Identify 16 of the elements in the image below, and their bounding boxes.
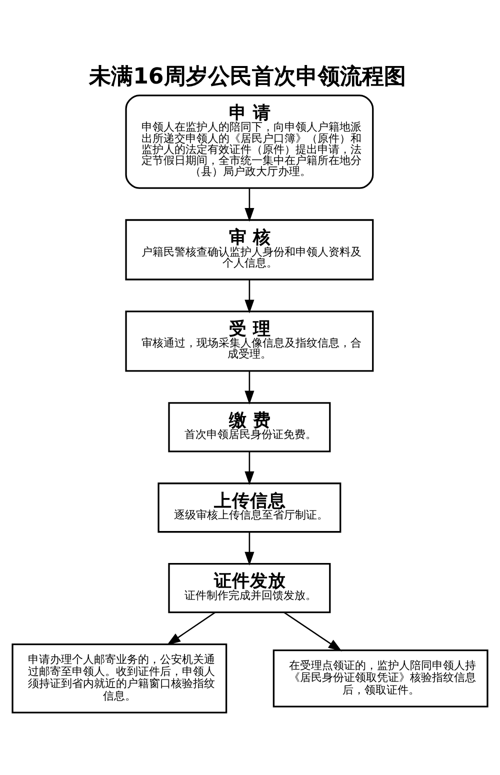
node-box: 审 核 户籍民警核查确认监护人身份和申领人资料及个人信息。 — [125, 219, 374, 280]
node-box: 在受理点领证的，监护人陪同申领人持《居民身份证领取凭证》核验指纹信息后，领取证件。 — [272, 650, 488, 708]
arrow — [284, 612, 342, 652]
arrow — [166, 612, 216, 646]
node-box: 缴 费 首次申领居民身份证免费。 — [168, 402, 331, 452]
node-box: 上传信息 逐级审核上传信息至省厅制证。 — [158, 482, 342, 533]
diagram-title: 未满16周岁公民首次申领流程图 — [89, 64, 406, 90]
arrow — [244, 452, 254, 486]
arrow — [244, 371, 254, 404]
arrow — [244, 532, 254, 566]
arrow — [244, 280, 254, 314]
node-box: 证件发放 证件制作完成并回馈发放。 — [168, 563, 331, 614]
node-box: 受 理 审核通过，现场采集人像信息及指纹信息，合成受理。 — [125, 310, 374, 372]
node-box: 申请办理个人邮寄业务的，公安机关通过邮寄至申领人。收到证件后，申领人须持证到省内就近的户籍窗口核验指纹信息。 — [12, 643, 228, 714]
node-box: 申 请 申领人在监护人的陪同下，向申领人户籍地派出所递交申领人的《居民户口簿》（原件）和监护人的法定有效证件（原件）提出申请，法定节假日期间，全市统一集中在户籍所在地分（县）局户政大厅办理。 — [125, 94, 374, 189]
arrow — [244, 188, 254, 222]
